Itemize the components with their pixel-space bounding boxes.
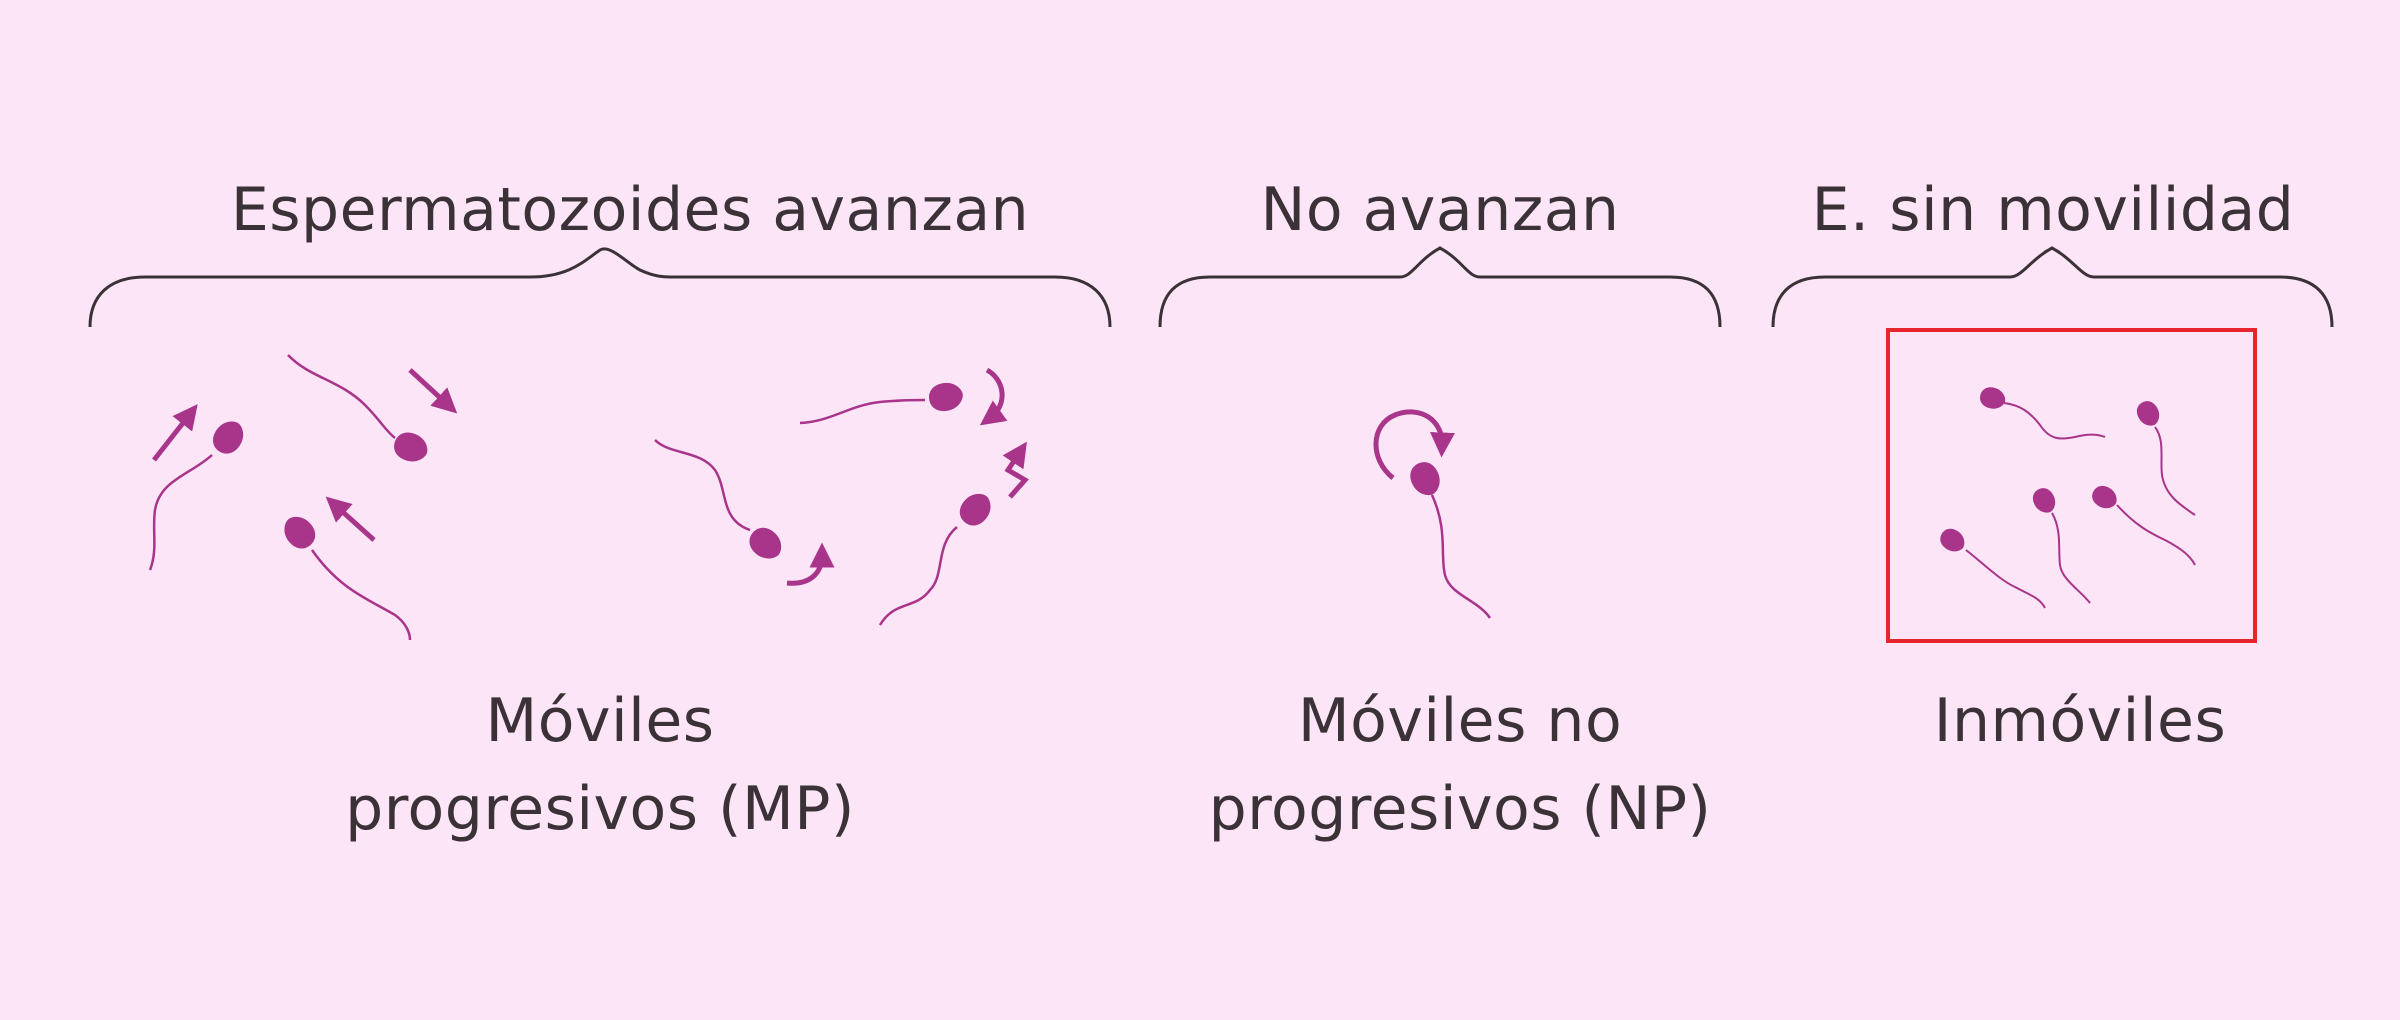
caption-progressive: Móviles progresivos (MP) bbox=[200, 677, 1000, 853]
caption-line: Móviles bbox=[485, 686, 715, 756]
progressive-sperm-group bbox=[148, 354, 1029, 641]
caption-line: Móviles no bbox=[1297, 686, 1623, 756]
caption-line: progresivos (NP) bbox=[1208, 774, 1712, 844]
direction-arrow bbox=[408, 368, 458, 414]
circular-arrow bbox=[1373, 409, 1455, 480]
direction-arrow bbox=[152, 404, 198, 462]
sperm-cell bbox=[287, 354, 432, 467]
caption-non-progressive: Móviles no progresivos (NP) bbox=[1060, 677, 1860, 853]
brace-non-progressive bbox=[1158, 246, 1722, 328]
sperm-cell bbox=[1977, 384, 2106, 440]
turn-arrow bbox=[786, 542, 835, 586]
turn-arrow bbox=[979, 367, 1008, 426]
heading-progressive: Espermatozoides avanzan bbox=[230, 175, 1030, 245]
non-progressive-sperm-group bbox=[1373, 409, 1492, 619]
caption-line: Inmóviles bbox=[1933, 686, 2227, 756]
sperm-cell bbox=[2088, 481, 2196, 566]
caption-line: progresivos (MP) bbox=[345, 774, 855, 844]
sperm-cell bbox=[277, 510, 412, 641]
caption-immotile: Inmóviles bbox=[1680, 677, 2400, 765]
brace-progressive bbox=[88, 247, 1112, 328]
sperm-cell bbox=[1405, 457, 1492, 619]
zigzag-arrow bbox=[1002, 441, 1029, 499]
heading-non-progressive: No avanzan bbox=[1260, 175, 1620, 245]
immotile-sperm-group bbox=[1886, 328, 2257, 643]
sperm-cell bbox=[799, 380, 966, 425]
direction-arrow bbox=[325, 496, 376, 542]
sperm-cell bbox=[148, 415, 250, 571]
sperm-cell bbox=[878, 487, 998, 626]
sperm-cell bbox=[2132, 397, 2196, 516]
heading-immotile: E. sin movilidad bbox=[1811, 175, 2295, 245]
highlight-box bbox=[1886, 328, 2257, 643]
sperm-cell bbox=[654, 439, 788, 566]
sperm-cell bbox=[1936, 524, 2046, 609]
brace-immotile bbox=[1771, 246, 2334, 328]
sperm-cell bbox=[2028, 484, 2091, 604]
